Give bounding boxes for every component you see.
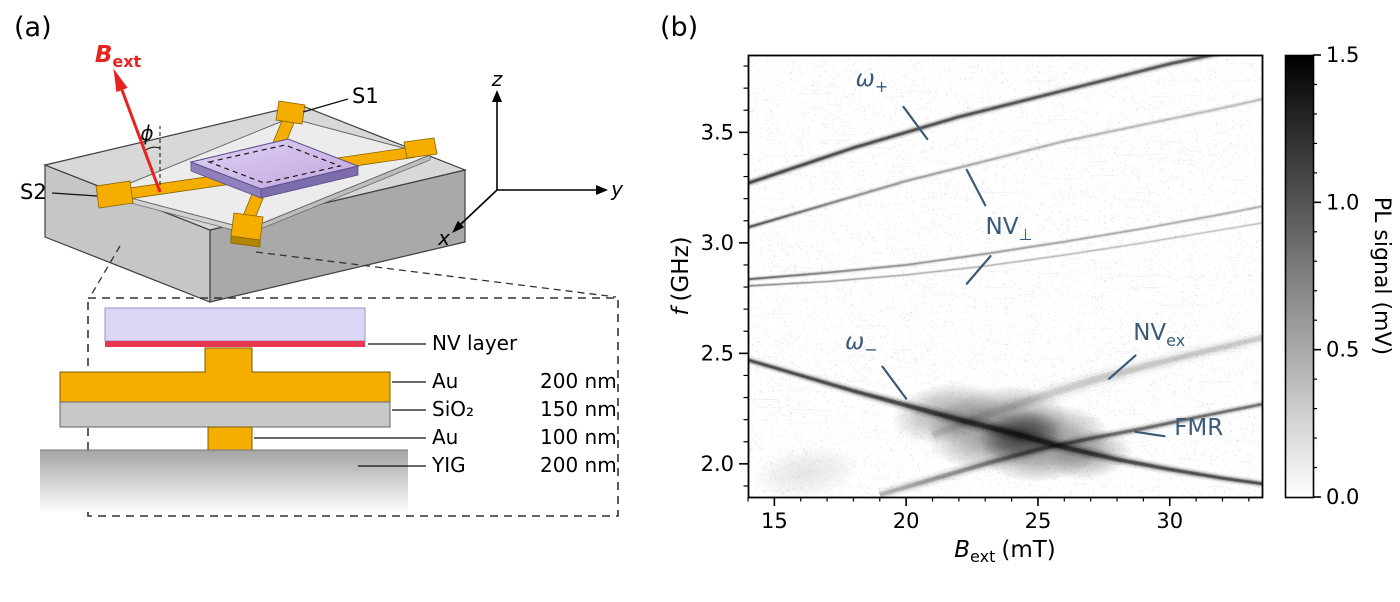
annotation-nv-perp: NV⊥: [986, 214, 1033, 244]
panel-a-label: (a): [14, 12, 52, 43]
bext-label: Bext: [95, 42, 142, 71]
annotation-leader-omega-plus: [904, 107, 928, 139]
yig-label: YIG: [431, 453, 466, 477]
panel-b-overlay: (b) 15 20 25 30 2.0 2.5 3.0 3.5 0.0 0.5 1.0 1.5Bext…: [648, 0, 1400, 598]
phi-label: ϕ: [140, 121, 153, 145]
x-tick-label: 30: [1156, 509, 1183, 533]
sio2-thickness: 150 nm: [540, 397, 617, 421]
x-tick-label: 15: [761, 509, 788, 533]
sio2-layer: [60, 402, 390, 427]
panel-a-schematic: (a): [0, 0, 648, 598]
colorbar-tick-label: 0.5: [1326, 338, 1359, 362]
nv-layer-red-line: [105, 341, 365, 347]
axis-y-label: y: [610, 177, 624, 201]
s1-front-pad: [231, 213, 263, 240]
panel-a: (a): [0, 0, 648, 598]
yig-thickness: 200 nm: [540, 453, 617, 477]
nv-layer-slab: [105, 308, 365, 341]
bext-arrow-head: [114, 69, 128, 93]
au-bottom-layer: [208, 427, 252, 450]
axis-z-label: z: [491, 67, 503, 91]
colorbar-label: PL signal (mV): [1369, 197, 1394, 355]
au-top-layer: [60, 348, 390, 402]
colorbar-tick-label: 1.0: [1326, 190, 1359, 214]
au-top-label: Au: [432, 369, 458, 393]
axis-z-arrowhead: [492, 90, 502, 102]
axis-x-label: x: [437, 226, 450, 250]
x-tick-label: 20: [893, 509, 920, 533]
y-tick-label: 2.0: [701, 452, 734, 476]
x-tick-label: 25: [1025, 509, 1052, 533]
au-top-thickness: 200 nm: [540, 369, 617, 393]
s2-left-pad: [96, 181, 133, 208]
s1-leader-line: [303, 99, 348, 112]
y-tick-label: 2.5: [701, 341, 734, 365]
s2-label: S2: [20, 180, 47, 204]
colorbar-tick-label: 0.0: [1326, 485, 1359, 509]
annotation-leader-nv-perp: [967, 256, 991, 284]
y-tick-label: 3.5: [701, 120, 734, 144]
y-axis-label: f(GHz): [668, 236, 694, 315]
s1-back-pad: [276, 101, 305, 124]
nv-layer-label: NV layer: [432, 331, 518, 355]
annotation-leader-nv-perp: [967, 170, 985, 205]
panel-b: (b) 15 20 25 30 2.0 2.5 3.0 3.5 0.0 0.5 1.0 1.5Bext…: [648, 0, 1400, 598]
annotation-omega-minus: ω−: [845, 329, 878, 359]
annotation-fmr: FMR: [1174, 415, 1223, 441]
yig-layer: [40, 450, 408, 512]
annotation-leader-omega-minus: [882, 367, 906, 399]
panel-b-label: (b): [660, 12, 698, 43]
colorbar-tick-label: 1.5: [1326, 43, 1359, 67]
au-bottom-thickness: 100 nm: [540, 425, 617, 449]
colorbar: [1286, 56, 1314, 498]
au-bottom-label: Au: [432, 425, 458, 449]
s2-right-pad: [404, 138, 437, 158]
axis-x-line: [461, 190, 497, 224]
axis-y-arrowhead: [596, 185, 608, 195]
annotation-nv-ex: NVex: [1133, 320, 1185, 350]
y-tick-label: 3.0: [701, 231, 734, 255]
s1-label: S1: [352, 84, 379, 108]
annotation-omega-plus: ω+: [856, 66, 889, 96]
annotation-leader-nv-ex: [1109, 356, 1135, 379]
x-axis-label: Bext(mT): [954, 537, 1056, 566]
annotation-leader-fmr: [1135, 432, 1164, 436]
sio2-label: SiO₂: [432, 397, 474, 421]
